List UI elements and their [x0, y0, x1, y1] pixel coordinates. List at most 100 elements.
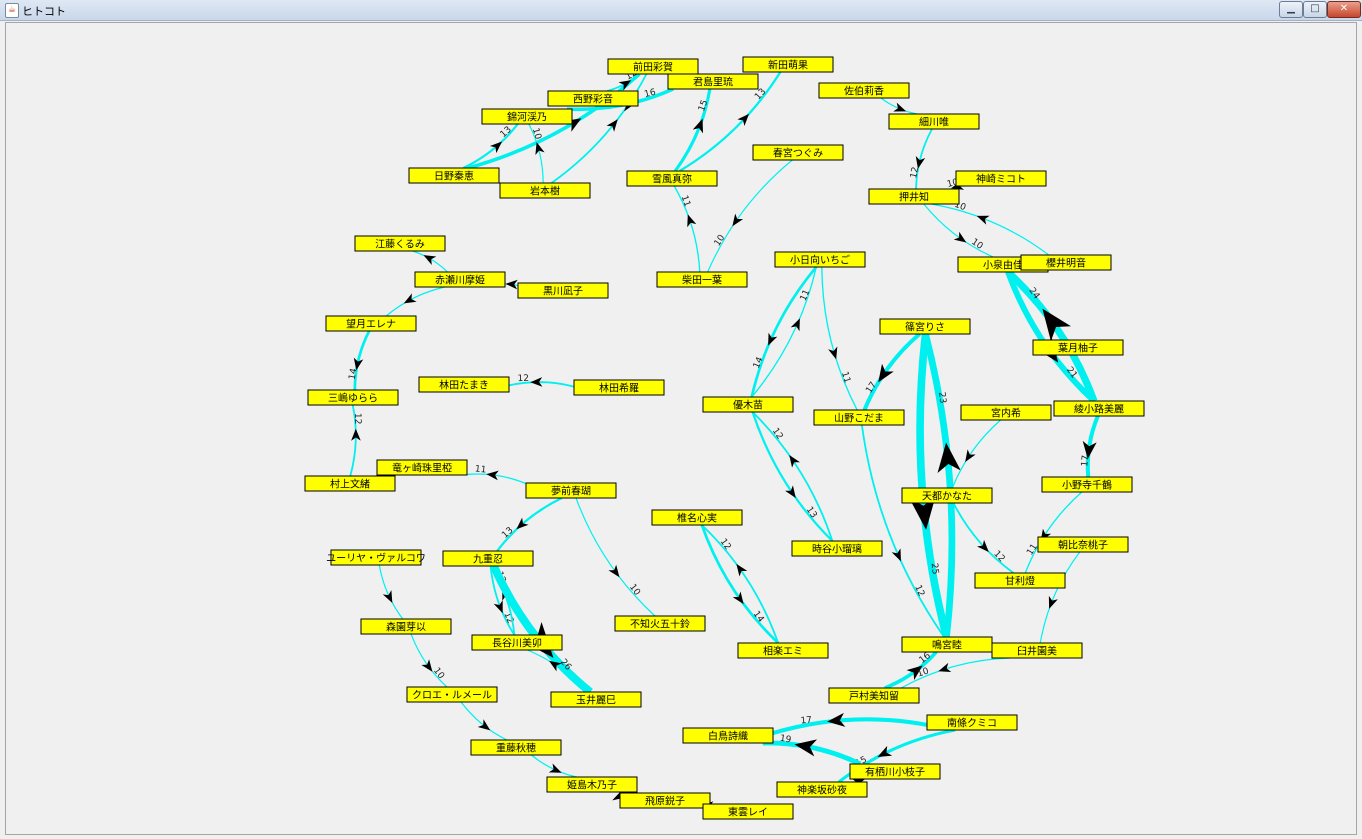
node-box[interactable] [888, 113, 980, 130]
node-box[interactable] [702, 396, 794, 413]
node-maeda[interactable]: 前田彩賀 [607, 58, 699, 75]
node-box[interactable] [418, 376, 510, 393]
node-box[interactable] [525, 482, 617, 499]
node-box[interactable] [901, 487, 993, 504]
node-box[interactable] [774, 251, 866, 268]
node-kurokawa[interactable]: 黒川凪子 [517, 282, 609, 299]
node-box[interactable] [626, 170, 718, 187]
node-yuuki[interactable]: 優木苗 [702, 396, 794, 413]
node-asuhara[interactable]: 飛原鋭子 [619, 792, 711, 809]
node-nishino[interactable]: 西野彩音 [547, 90, 639, 107]
node-box[interactable] [546, 776, 638, 793]
node-murakami[interactable]: 村上文緒 [304, 475, 396, 492]
maximize-button[interactable]: □ [1303, 1, 1327, 18]
node-shiranui[interactable]: 不知火五十鈴 [614, 615, 706, 632]
node-box[interactable] [406, 686, 498, 703]
node-kimishima[interactable]: 君島里琉 [667, 73, 759, 90]
node-shigeto[interactable]: 重藤秋穂 [470, 739, 562, 756]
node-box[interactable] [360, 618, 452, 635]
node-sakurai[interactable]: 櫻井明音 [1020, 254, 1112, 271]
node-box[interactable] [926, 714, 1018, 731]
node-usui[interactable]: 臼井園美 [991, 642, 1083, 659]
node-box[interactable] [408, 167, 500, 184]
node-shiratori[interactable]: 白鳥詩織 [682, 727, 774, 744]
node-box[interactable] [1041, 476, 1133, 493]
node-kanzaki[interactable]: 神崎ミコト [955, 170, 1047, 187]
node-box[interactable] [499, 182, 591, 199]
node-box[interactable] [1032, 339, 1124, 356]
node-mochizuki[interactable]: 望月エレナ [325, 315, 417, 332]
node-morizono[interactable]: 森園芽以 [360, 618, 452, 635]
node-box[interactable] [325, 315, 417, 332]
node-saeki[interactable]: 佐伯莉香 [818, 82, 910, 99]
node-box[interactable] [470, 739, 562, 756]
node-box[interactable] [573, 379, 665, 396]
node-yumesaki[interactable]: 夢前春瑚 [525, 482, 617, 499]
node-shibata[interactable]: 柴田一葉 [656, 271, 748, 288]
node-nishikawa[interactable]: 錦河渓乃 [481, 108, 573, 125]
node-shinomiya[interactable]: 篠宮りさ [879, 318, 971, 335]
node-shiina[interactable]: 椎名心実 [651, 509, 743, 526]
node-yukikaze[interactable]: 雪風真弥 [626, 170, 718, 187]
node-box[interactable] [481, 108, 573, 125]
node-box[interactable] [752, 144, 844, 161]
node-ayanokouji[interactable]: 綾小路美麗 [1053, 400, 1145, 417]
node-box[interactable] [354, 235, 446, 252]
node-box[interactable] [307, 389, 399, 406]
node-yamano[interactable]: 山野こだま [813, 409, 905, 426]
node-box[interactable] [547, 90, 639, 107]
node-box[interactable] [828, 687, 920, 704]
node-haruno[interactable]: 春宮つぐみ [752, 144, 844, 161]
minimize-button[interactable]: ▁ [1279, 1, 1303, 18]
title-bar[interactable]: ☕ ヒトコト ▁ □ ✕ [0, 0, 1362, 21]
node-box[interactable] [550, 691, 642, 708]
node-onodera[interactable]: 小野寺千鶴 [1041, 476, 1133, 493]
node-box[interactable] [517, 282, 609, 299]
node-box[interactable] [607, 58, 699, 75]
node-box[interactable] [742, 56, 834, 73]
close-button[interactable]: ✕ [1327, 1, 1361, 18]
node-box[interactable] [619, 792, 711, 809]
node-box[interactable] [868, 188, 960, 205]
node-amari[interactable]: 甘利燈 [974, 572, 1066, 589]
node-hayashi_t[interactable]: 林田たまき [418, 376, 510, 393]
node-narumiya[interactable]: 鳴宮睦 [901, 636, 993, 653]
node-box[interactable] [667, 73, 759, 90]
node-tomura[interactable]: 戸村美知留 [828, 687, 920, 704]
node-miyauchi[interactable]: 宮内希 [960, 404, 1052, 421]
node-hinata[interactable]: 小日向いちご [774, 251, 866, 268]
node-oshii[interactable]: 押井知 [868, 188, 960, 205]
node-misaki[interactable]: 三嶋ゆらら [307, 389, 399, 406]
node-box[interactable] [1020, 254, 1112, 271]
node-akasegawa[interactable]: 赤瀬川摩姫 [414, 271, 506, 288]
node-amatsuka[interactable]: 天都かなた [901, 487, 993, 504]
node-box[interactable] [471, 634, 563, 651]
node-box[interactable] [737, 642, 829, 659]
node-asahina[interactable]: 朝比奈桃子 [1037, 536, 1129, 553]
node-himeshima[interactable]: 姫島木乃子 [546, 776, 638, 793]
node-box[interactable] [304, 475, 396, 492]
node-box[interactable] [682, 727, 774, 744]
node-hino[interactable]: 日野秦恵 [408, 167, 500, 184]
node-box[interactable] [960, 404, 1052, 421]
node-box[interactable] [1037, 536, 1129, 553]
node-box[interactable] [991, 642, 1083, 659]
node-tokiya[interactable]: 時谷小瑠璃 [791, 540, 883, 557]
node-nitta[interactable]: 新田萌果 [742, 56, 834, 73]
node-hasegawa[interactable]: 長谷川美卯 [471, 634, 563, 651]
node-kagurazaka[interactable]: 神楽坂砂夜 [776, 781, 868, 798]
node-box[interactable] [813, 409, 905, 426]
node-hayashi_k[interactable]: 林田希羅 [573, 379, 665, 396]
node-ryugasaki[interactable]: 竜ヶ崎珠里椏 [376, 459, 468, 476]
node-nanjo[interactable]: 南條クミコ [926, 714, 1018, 731]
node-box[interactable] [651, 509, 743, 526]
graph-canvas[interactable] [5, 22, 1357, 835]
node-box[interactable] [376, 459, 468, 476]
node-box[interactable] [1053, 400, 1145, 417]
node-box[interactable] [955, 170, 1047, 187]
node-tamai[interactable]: 玉井麗巳 [550, 691, 642, 708]
node-kujou[interactable]: 九重忍 [442, 550, 534, 567]
node-box[interactable] [776, 781, 868, 798]
node-yuria[interactable]: ユーリヤ・ヴァルコワ [326, 549, 426, 566]
node-box[interactable] [974, 572, 1066, 589]
